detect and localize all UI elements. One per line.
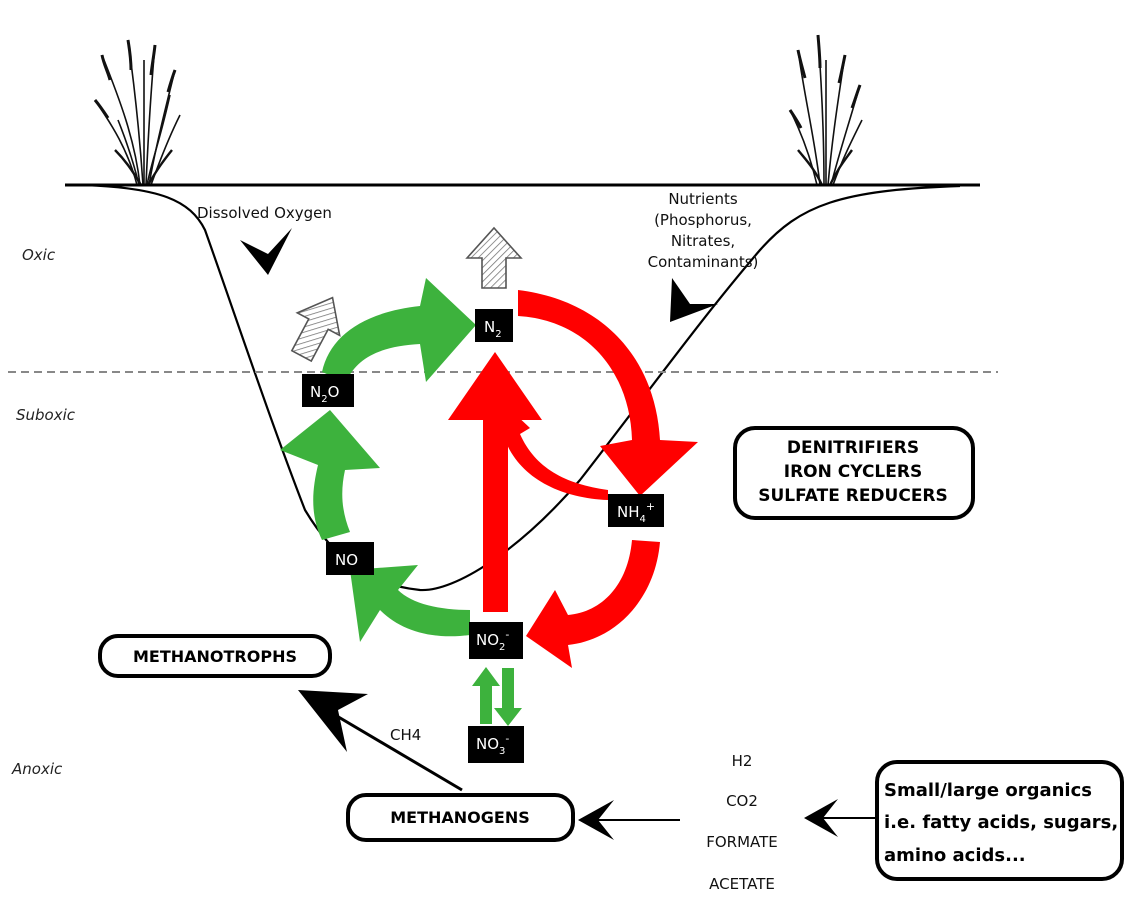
no2-base: NO xyxy=(476,631,499,649)
svg-text:N2O: N2O xyxy=(310,383,339,405)
green-arrow-n2o-to-n2 xyxy=(322,278,476,382)
organics-line-2: i.e. fatty acids, sugars, xyxy=(884,812,1118,833)
reed-plant-right xyxy=(788,34,863,186)
organics-arrowhead xyxy=(804,799,838,837)
nh4-sub: 4 xyxy=(640,514,646,525)
n2o-base: N xyxy=(310,383,321,401)
no3-sub: 3 xyxy=(499,746,505,757)
species-n2o-box: N2O xyxy=(302,374,354,407)
n2o-sub: 2 xyxy=(321,394,327,405)
red-arrow-no2-to-n2 xyxy=(448,352,542,612)
svg-text:N2: N2 xyxy=(484,318,502,340)
svg-text:NO3-: NO3- xyxy=(476,732,509,757)
methanogens-box: METHANOGENS xyxy=(346,793,575,842)
organics-line-1: Small/large organics xyxy=(884,780,1092,801)
species-no-box: NO xyxy=(326,542,374,575)
substrate-list: H2 CO2 FORMATE ACETATE xyxy=(706,752,778,893)
methanotrophs-box: METHANOTROPHS xyxy=(98,634,332,678)
n2-sub: 2 xyxy=(495,329,501,340)
dissolved-oxygen-arrowhead xyxy=(240,228,292,275)
substrate-co2: CO2 xyxy=(726,792,758,810)
dissolved-oxygen-label: Dissolved Oxygen xyxy=(197,204,332,222)
no3-base: NO xyxy=(476,735,499,753)
nh4-sup: + xyxy=(646,500,655,513)
red-anammox-arrows xyxy=(448,290,698,668)
nutrients-line-3: Nitrates, xyxy=(671,232,735,250)
nutrients-line-4: Contaminants) xyxy=(648,253,759,271)
red-arrow-nh4-to-no2 xyxy=(526,540,660,668)
nutrients-arrowhead xyxy=(670,278,718,322)
svg-text:NO2-: NO2- xyxy=(476,628,509,653)
methanogens-label: METHANOGENS xyxy=(390,808,530,827)
no2-sub: 2 xyxy=(499,642,505,653)
n2o-escape-arrow xyxy=(290,296,341,363)
nutrients-line-1: Nutrients xyxy=(668,190,738,208)
species-no3-box: NO3- xyxy=(468,726,524,763)
ch4-arrowhead xyxy=(298,690,368,752)
methanotrophs-label: METHANOTROPHS xyxy=(133,647,297,666)
n2-escape-arrow xyxy=(465,226,523,289)
green-arrow-no3-up xyxy=(472,667,500,724)
green-arrow-no2-to-no xyxy=(350,565,470,642)
green-arrow-no-to-n2o xyxy=(280,410,380,540)
species-no2-box: NO2- xyxy=(469,622,523,659)
green-nitrification-arrows xyxy=(280,278,522,726)
denitrifiers-box: DENITRIFIERS IRON CYCLERS SULFATE REDUCE… xyxy=(733,426,975,520)
green-arrow-no2-down xyxy=(494,668,522,726)
denitrifiers-label: DENITRIFIERS xyxy=(787,438,919,458)
n2o-tail: O xyxy=(328,383,340,401)
suboxic-zone-label: Suboxic xyxy=(16,406,76,424)
red-arrow-nh4-curve xyxy=(492,398,608,500)
reed-plant-left xyxy=(93,39,181,186)
oxic-zone-label: Oxic xyxy=(22,246,56,264)
nutrients-line-2: (Phosphorus, xyxy=(654,211,752,229)
no2-sup: - xyxy=(505,628,509,641)
iron-cyclers-label: IRON CYCLERS xyxy=(784,462,922,482)
anoxic-zone-label: Anoxic xyxy=(11,760,63,778)
no3-sup: - xyxy=(505,732,509,745)
ch4-arrow-shaft xyxy=(329,710,463,792)
species-n2-box: N2 xyxy=(475,309,513,342)
substrate-formate: FORMATE xyxy=(706,833,778,851)
nh4-base: NH xyxy=(617,503,640,521)
organics-box: Small/large organics i.e. fatty acids, s… xyxy=(875,760,1124,881)
substrates-arrowhead xyxy=(578,800,614,840)
nutrients-label: Nutrients (Phosphorus, Nitrates, Contami… xyxy=(648,190,759,271)
no-label: NO xyxy=(335,551,358,569)
species-nh4-box: NH4+ xyxy=(608,494,664,527)
organics-line-3: amino acids... xyxy=(884,845,1026,866)
svg-text:NH4+: NH4+ xyxy=(617,500,655,525)
basin-profile-line xyxy=(84,183,961,592)
substrate-h2: H2 xyxy=(732,752,753,770)
substrate-acetate: ACETATE xyxy=(709,875,775,893)
ch4-label: CH4 xyxy=(390,726,421,744)
sulfate-reducers-label: SULFATE REDUCERS xyxy=(758,486,948,506)
n2-base: N xyxy=(484,318,495,336)
red-arrow-n2-to-nh4 xyxy=(518,290,698,496)
